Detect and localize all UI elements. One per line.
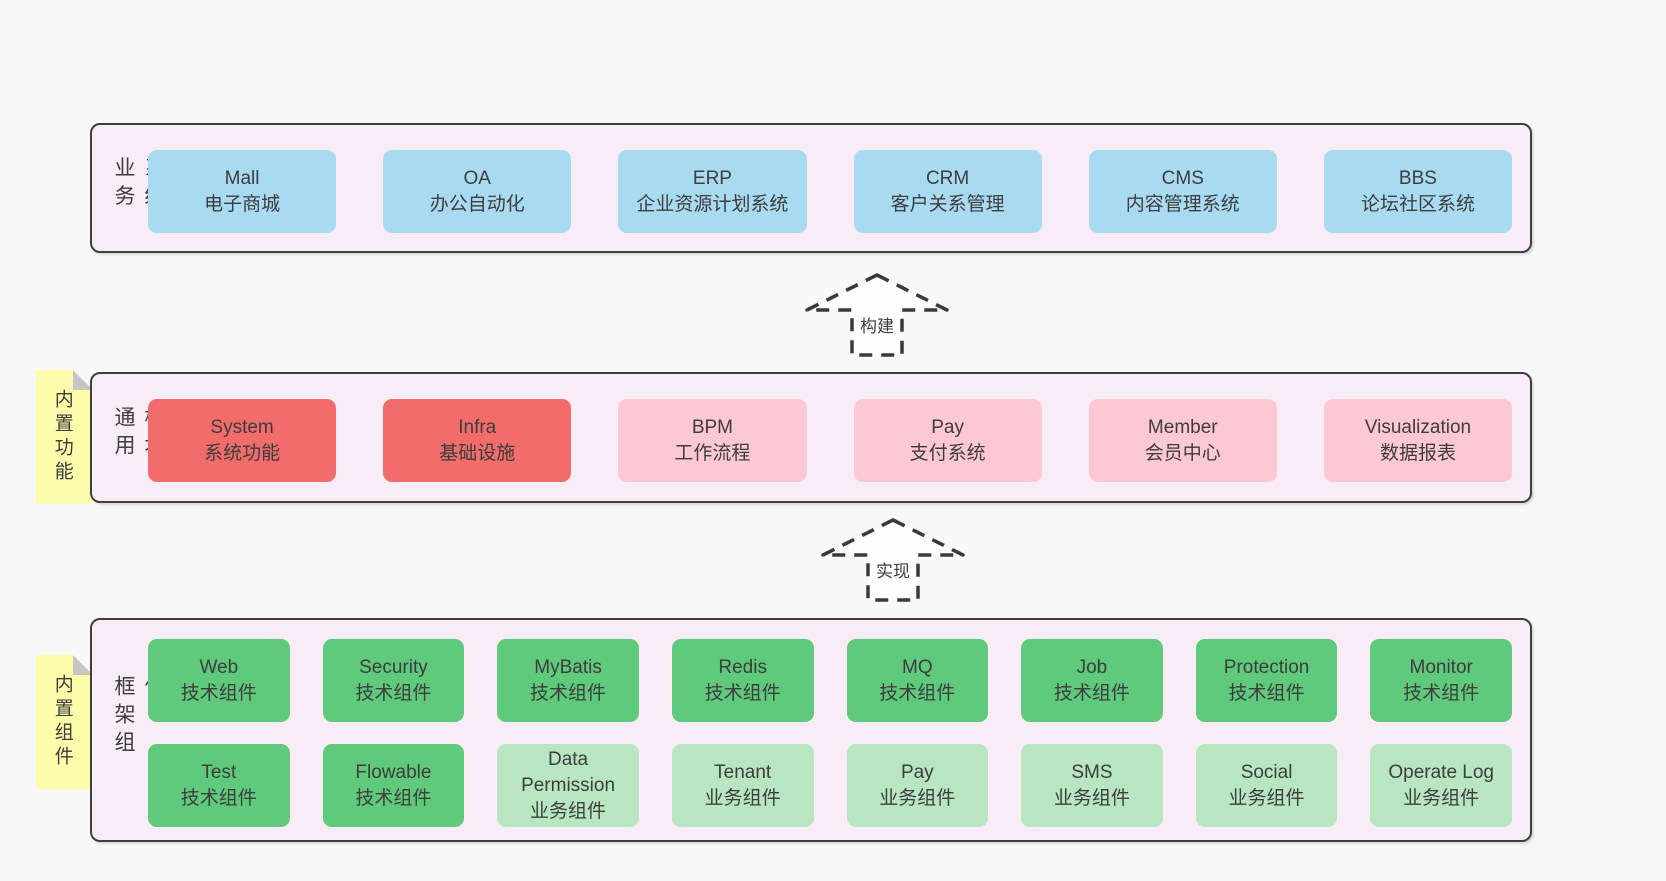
box-subtitle: 技术组件	[355, 682, 432, 704]
sticky-note-builtin-components: 内置组件	[36, 655, 93, 789]
box-title: BBS	[1398, 167, 1437, 189]
box-title: Flowable	[355, 761, 432, 783]
module-box-pay: Pay 支付系统	[853, 399, 1042, 482]
box-subtitle: 电子商城	[204, 193, 281, 215]
box-title: Protection	[1223, 656, 1310, 678]
box-subtitle: 技术组件	[704, 682, 781, 704]
framework-box-monitor: Monitor 技术组件	[1370, 639, 1512, 722]
box-subtitle: 工作流程	[674, 442, 751, 464]
module-box-row: System 系统功能 Infra 基础设施 BPM 工作流程 Pay 支付系统…	[148, 399, 1513, 482]
box-title: Job	[1076, 656, 1108, 678]
box-title: Test	[201, 761, 237, 783]
sticky-note-label: 内置组件	[51, 674, 73, 770]
framework-box-social: Social 业务组件	[1195, 744, 1338, 827]
box-subtitle: 基础设施	[439, 442, 516, 464]
box-title: MQ	[902, 656, 933, 678]
box-title: Visualization	[1364, 416, 1472, 438]
framework-box-protection: Protection 技术组件	[1195, 639, 1338, 722]
box-subtitle: 技术组件	[1228, 682, 1305, 704]
framework-box-mq: MQ 技术组件	[846, 639, 989, 722]
business-box-bbs: BBS 论坛社区系统	[1323, 150, 1513, 233]
business-box-erp: ERP 企业资源计划系统	[618, 150, 807, 233]
box-subtitle: 系统功能	[204, 442, 281, 464]
box-title: ERP	[692, 167, 732, 189]
business-box-mall: Mall 电子商城	[148, 150, 337, 233]
framework-box-redis: Redis 技术组件	[671, 639, 814, 722]
box-subtitle: 业务组件	[879, 787, 956, 809]
box-title: System	[210, 416, 274, 438]
box-subtitle: 技术组件	[1053, 682, 1130, 704]
box-subtitle: 技术组件	[180, 787, 257, 809]
box-subtitle: 技术组件	[530, 682, 607, 704]
box-title: Data Permission	[521, 748, 616, 796]
build-arrow: 构建	[804, 272, 950, 358]
module-box-bpm: BPM 工作流程	[618, 399, 807, 482]
box-title: OA	[463, 167, 491, 189]
box-subtitle: 业务组件	[1403, 787, 1480, 809]
business-box-oa: OA 办公自动化	[383, 150, 572, 233]
framework-box-job: Job 技术组件	[1021, 639, 1163, 722]
box-title: Redis	[718, 656, 767, 678]
framework-box-pay: Pay 业务组件	[846, 744, 989, 827]
framework-box-test: Test 技术组件	[148, 744, 290, 827]
module-box-infra: Infra 基础设施	[383, 399, 572, 482]
build-arrow-label: 构建	[857, 312, 897, 337]
module-box-visualization: Visualization 数据报表	[1323, 399, 1513, 482]
framework-box-data-permission: Data Permission 业务组件	[497, 744, 639, 827]
box-title: CRM	[925, 167, 970, 189]
box-title: Security	[359, 656, 428, 678]
box-title: Pay	[931, 416, 964, 438]
box-subtitle: 技术组件	[1403, 682, 1480, 704]
box-subtitle: 技术组件	[355, 787, 432, 809]
sticky-note-builtin-functions: 内置功能	[36, 370, 93, 504]
box-title: Member	[1147, 416, 1218, 438]
box-subtitle: 企业资源计划系统	[636, 193, 789, 215]
framework-box-flowable: Flowable 技术组件	[322, 744, 465, 827]
box-subtitle: 办公自动化	[429, 193, 525, 215]
box-subtitle: 会员中心	[1144, 442, 1221, 464]
box-title: Operate Log	[1388, 761, 1494, 783]
box-subtitle: 内容管理系统	[1125, 193, 1240, 215]
box-subtitle: 论坛社区系统	[1360, 193, 1475, 215]
framework-box-operate-log: Operate Log 业务组件	[1370, 744, 1512, 827]
box-title: SMS	[1071, 761, 1113, 783]
box-title: Pay	[900, 761, 934, 783]
box-title: Infra	[458, 416, 497, 438]
box-title: Tenant	[714, 761, 772, 783]
box-title: MyBatis	[534, 656, 602, 678]
implement-arrow-label: 实现	[873, 557, 913, 582]
framework-components-panel: 框架组件 Web 技术组件 Security 技术组件 MyBatis 技术组件…	[90, 618, 1532, 842]
box-subtitle: 客户关系管理	[890, 193, 1005, 215]
box-subtitle: 业务组件	[704, 787, 781, 809]
box-subtitle: 技术组件	[879, 682, 956, 704]
box-subtitle: 支付系统	[909, 442, 986, 464]
implement-arrow: 实现	[820, 517, 966, 603]
business-box-crm: CRM 客户关系管理	[853, 150, 1042, 233]
framework-box-mybatis: MyBatis 技术组件	[497, 639, 639, 722]
box-title: BPM	[691, 416, 734, 438]
business-systems-panel: 业务系统 Mall 电子商城 OA 办公自动化 ERP 企业资源计划系统 CRM…	[90, 123, 1532, 253]
business-box-row: Mall 电子商城 OA 办公自动化 ERP 企业资源计划系统 CRM 客户关系…	[148, 150, 1513, 233]
framework-box-security: Security 技术组件	[322, 639, 465, 722]
box-subtitle: 数据报表	[1379, 442, 1456, 464]
box-title: Monitor	[1409, 656, 1473, 678]
box-subtitle: 业务组件	[1228, 787, 1305, 809]
common-modules-panel: 通用模块 System 系统功能 Infra 基础设施 BPM 工作流程 Pay…	[90, 372, 1532, 503]
box-title: Social	[1240, 761, 1293, 783]
framework-box-web: Web 技术组件	[148, 639, 290, 722]
box-title: Mall	[224, 167, 260, 189]
business-box-cms: CMS 内容管理系统	[1088, 150, 1277, 233]
module-box-system: System 系统功能	[148, 399, 337, 482]
box-title: CMS	[1161, 167, 1204, 189]
box-subtitle: 业务组件	[530, 800, 607, 822]
sticky-note-label: 内置功能	[51, 389, 73, 485]
box-title: Web	[199, 656, 239, 678]
module-box-member: Member 会员中心	[1088, 399, 1277, 482]
framework-box-sms: SMS 业务组件	[1021, 744, 1163, 827]
framework-box-row-2: Test 技术组件 Flowable 技术组件 Data Permission …	[148, 744, 1512, 827]
box-subtitle: 业务组件	[1053, 787, 1130, 809]
framework-box-tenant: Tenant 业务组件	[671, 744, 814, 827]
framework-box-row-1: Web 技术组件 Security 技术组件 MyBatis 技术组件 Redi…	[148, 639, 1512, 722]
box-subtitle: 技术组件	[180, 682, 257, 704]
